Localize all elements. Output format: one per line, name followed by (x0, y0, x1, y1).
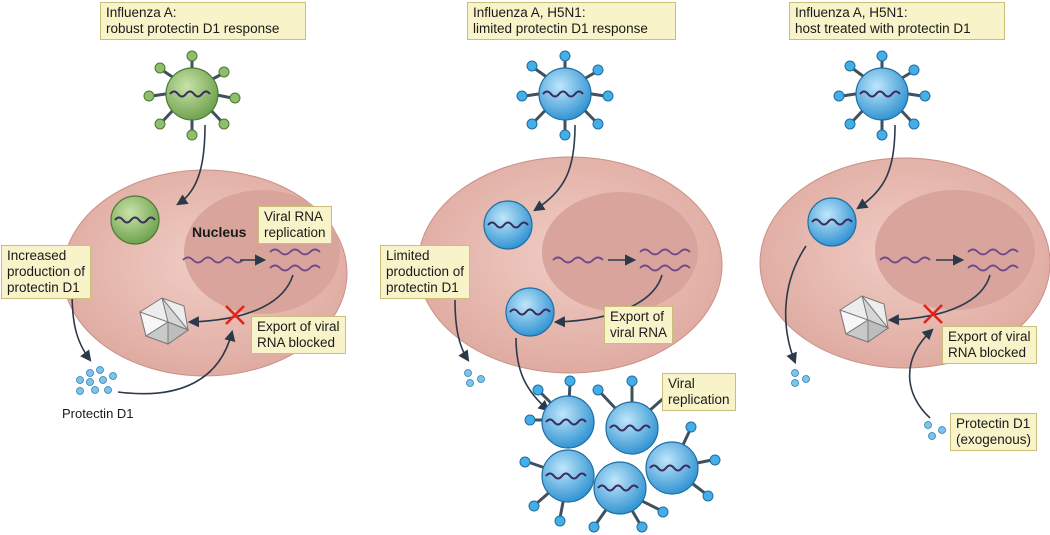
exogenous-dots (924, 421, 946, 440)
panel-1-title: Influenza A: robust protectin D1 respons… (100, 2, 306, 40)
exported-virus-icon (505, 287, 555, 337)
endosome-virus-icon (483, 200, 533, 250)
export-arrow (887, 274, 991, 326)
title-line-2: host treated with protectin D1 (795, 21, 971, 36)
panel-3 (759, 50, 1050, 440)
protectin-label: Protectin D1 (62, 406, 134, 421)
secretion-arrow (784, 245, 807, 365)
protectin-dots (791, 369, 810, 387)
label-line: Viral (668, 376, 695, 391)
increased-production-label: Increased production of protectin D1 (1, 245, 92, 299)
title-line-1: Influenza A: (106, 5, 177, 20)
label-line: Export of viral (257, 319, 340, 334)
export-viral-rna-label: Export of viral RNA (604, 306, 674, 344)
endosome-virus-icon (807, 197, 857, 247)
capsid-icon (139, 297, 190, 345)
title-line-2: limited protectin D1 response (473, 21, 648, 36)
endosome-virus-icon (110, 195, 160, 245)
viral-rna-strands (552, 248, 691, 272)
export-arrow (187, 274, 294, 328)
limited-production-label: Limited production of protectin D1 (380, 245, 471, 299)
panel-3-title: Influenza A, H5N1: host treated with pro… (789, 2, 1005, 40)
label-line: Increased (7, 248, 67, 263)
protectin-dots (464, 369, 485, 387)
viral-rna-strands (879, 248, 1019, 272)
release-arrow (515, 337, 550, 412)
label-line: Limited (386, 248, 430, 263)
label-line: Viral RNA (264, 209, 324, 224)
label-line: RNA blocked (948, 345, 1027, 360)
block-x-icon (225, 305, 245, 325)
export-blocked-label: Export of viral RNA blocked (942, 326, 1037, 364)
panel-2-title: Influenza A, H5N1: limited protectin D1 … (467, 2, 676, 40)
influenza-virus-icon (143, 50, 241, 141)
title-line-1: Influenza A, H5N1: (473, 5, 586, 20)
label-line: (exogenous) (956, 432, 1032, 447)
capsid-icon (839, 295, 890, 343)
label-line: Protectin D1 (956, 416, 1031, 431)
nucleus-label: Nucleus (192, 224, 247, 240)
rna-replication-label: Viral RNA replication (258, 206, 332, 244)
protectin-dots (76, 366, 117, 395)
entry-arrow (176, 124, 206, 206)
title-line-1: Influenza A, H5N1: (795, 5, 908, 20)
viral-replication-label: Viral replication (662, 373, 736, 411)
virus-cluster (519, 375, 721, 533)
exogenous-arrow (908, 328, 934, 419)
label-line: viral RNA (610, 325, 668, 340)
label-line: protectin D1 (7, 280, 80, 295)
label-line: production of (7, 264, 86, 279)
cell-nucleus (875, 190, 1035, 310)
secretion-arrow (454, 299, 470, 362)
label-line: production of (386, 264, 465, 279)
entry-arrow (856, 124, 896, 210)
label-line: Export of viral (948, 329, 1031, 344)
h5n1-virus-icon (833, 50, 931, 141)
viral-rna-strands (182, 248, 321, 272)
exogenous-protectin-label: Protectin D1 (exogenous) (950, 413, 1038, 451)
label-line: RNA blocked (257, 335, 336, 350)
label-line: Export of (610, 309, 665, 324)
blocking-arrow (117, 329, 236, 395)
label-line: replication (668, 392, 730, 407)
block-x-icon (923, 304, 943, 324)
entry-arrow (533, 124, 576, 212)
export-blocked-label: Export of viral RNA blocked (251, 316, 346, 354)
cell-nucleus (542, 192, 698, 312)
label-line: protectin D1 (386, 280, 459, 295)
label-line: replication (264, 225, 326, 240)
title-line-2: robust protectin D1 response (106, 21, 280, 36)
h5n1-virus-icon (516, 50, 614, 141)
